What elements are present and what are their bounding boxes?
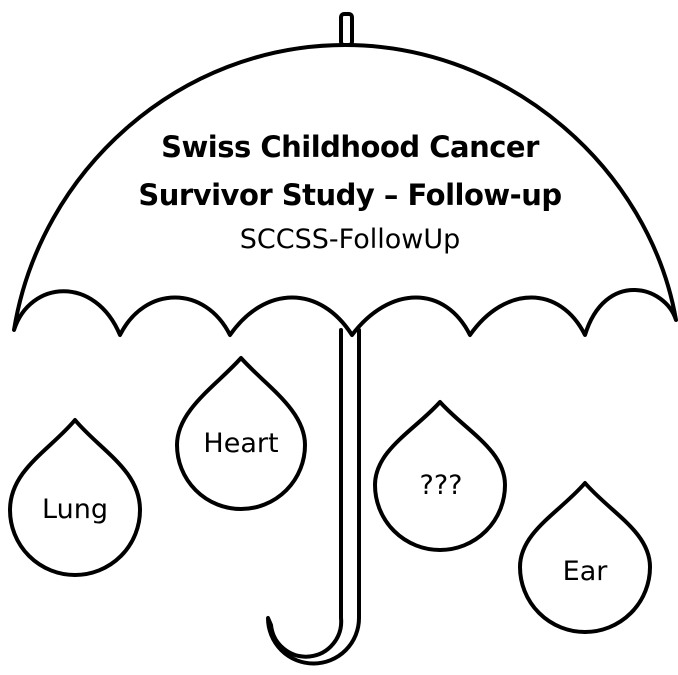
study-title-line-2: Survivor Study – Follow-up: [138, 178, 562, 212]
umbrella-tip: [339, 12, 354, 47]
study-acronym: SCCSS-FollowUp: [239, 224, 461, 255]
drop-label-lung: Lung: [42, 494, 108, 525]
drop-label-heart: Heart: [203, 428, 279, 459]
drop-lung: [8, 418, 142, 577]
drop-label-ear: Ear: [562, 556, 608, 587]
drop-other: [373, 400, 507, 552]
umbrella-handle: [266, 328, 361, 666]
study-title-line-1: Swiss Childhood Cancer: [161, 130, 539, 164]
umbrella-canopy: [12, 43, 678, 337]
drop-ear: [518, 481, 652, 634]
drop-heart: [175, 356, 307, 511]
drop-label-other: ???: [419, 470, 463, 501]
